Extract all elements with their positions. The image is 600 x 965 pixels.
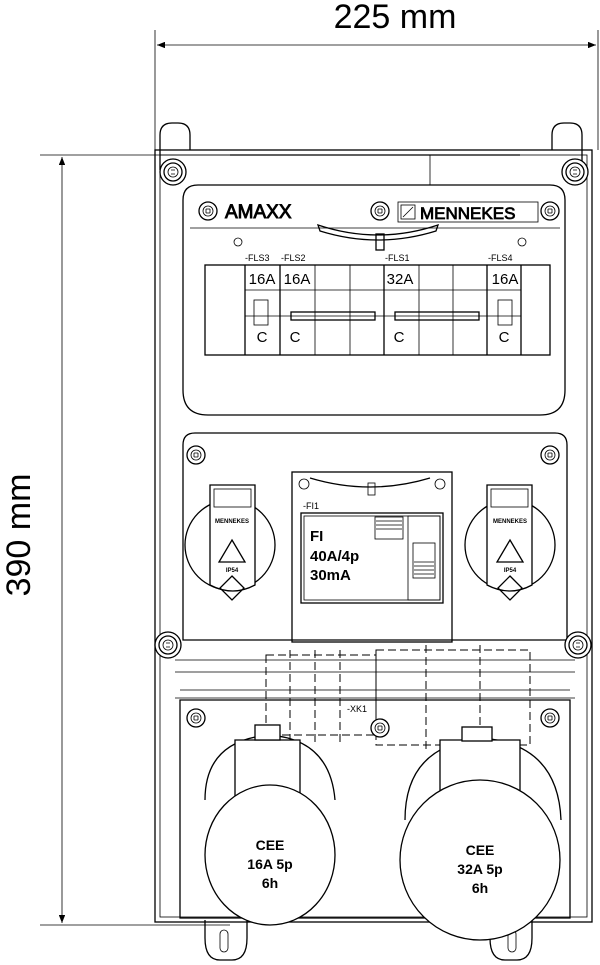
panel-latch bbox=[316, 223, 440, 241]
rating: 16A bbox=[284, 271, 311, 288]
mennekes-logo: MENNEKES bbox=[420, 204, 515, 223]
svg-text:-FLS2: -FLS2 bbox=[281, 253, 306, 263]
svg-text:6h: 6h bbox=[472, 880, 488, 896]
svg-text:40A/4p: 40A/4p bbox=[310, 548, 359, 565]
rating: 16A bbox=[492, 271, 519, 288]
rating: 16A bbox=[249, 271, 276, 288]
breaker-panel: AMAXX MENNEKES bbox=[182, 184, 566, 416]
breaker-fls1: -FLS1 32A C bbox=[385, 253, 413, 346]
svg-text:-FI1: -FI1 bbox=[303, 501, 319, 511]
amaxx-logo: AMAXX bbox=[225, 202, 292, 223]
svg-text:MENNEKES: MENNEKES bbox=[215, 519, 249, 525]
height-dimension: 390 mm bbox=[0, 154, 230, 926]
svg-text:-XK1: -XK1 bbox=[347, 704, 367, 714]
svg-text:30mA: 30mA bbox=[310, 567, 351, 584]
rcd-module: -FI1 FI 40A/4p 30mA bbox=[291, 471, 453, 643]
rating: 32A bbox=[387, 271, 414, 288]
svg-text:-FLS1: -FLS1 bbox=[385, 253, 410, 263]
svg-text:6h: 6h bbox=[262, 875, 278, 891]
width-dimension: 225 mm bbox=[154, 0, 599, 150]
schuko-socket-right: MENNEKES IP54 bbox=[464, 484, 556, 601]
mounting-lugs bbox=[159, 122, 583, 961]
width-label: 225 mm bbox=[334, 0, 457, 36]
schuko-socket-left: MENNEKES IP54 bbox=[184, 484, 276, 601]
breaker-fls4: -FLS4 16A C bbox=[488, 253, 518, 346]
svg-text:MENNEKES: MENNEKES bbox=[493, 519, 527, 525]
middle-panel: MENNEKES IP54 MENNEKES IP54 -FI1 bbox=[154, 432, 592, 659]
height-label: 390 mm bbox=[0, 474, 38, 597]
svg-text:-FLS4: -FLS4 bbox=[488, 253, 513, 263]
svg-text:CEE: CEE bbox=[466, 842, 495, 858]
svg-text:CEE: CEE bbox=[256, 837, 285, 853]
svg-text:IP54: IP54 bbox=[504, 568, 517, 574]
curve: C bbox=[394, 329, 405, 346]
svg-text:IP54: IP54 bbox=[226, 568, 239, 574]
svg-text:32A 5p: 32A 5p bbox=[457, 861, 502, 877]
cee-socket-32a: CEE 32A 5p 6h bbox=[399, 726, 562, 941]
svg-text:FI: FI bbox=[310, 528, 323, 545]
enclosure-body bbox=[154, 149, 593, 923]
curve: C bbox=[257, 329, 268, 346]
curve: C bbox=[290, 329, 301, 346]
cee-socket-16a: CEE 16A 5p 6h bbox=[204, 724, 336, 926]
curve: C bbox=[499, 329, 510, 346]
svg-text:16A 5p: 16A 5p bbox=[247, 856, 292, 872]
bottom-panel: CEE 16A 5p 6h CEE 32A 5p 6h bbox=[179, 699, 571, 941]
breaker-fls2: -FLS2 16A C bbox=[281, 253, 310, 346]
svg-text:-FLS3: -FLS3 bbox=[245, 253, 270, 263]
breaker-fls3: -FLS3 16A C bbox=[245, 253, 275, 346]
